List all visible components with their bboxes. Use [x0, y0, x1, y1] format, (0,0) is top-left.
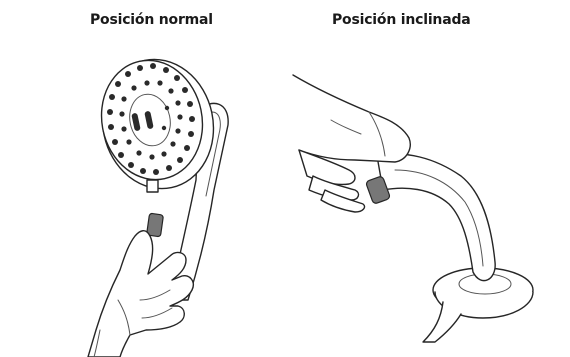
- inclined-position-panel: Posición inclinada: [285, 0, 570, 357]
- inclined-position-illustration: [285, 0, 570, 357]
- hand: [88, 231, 193, 357]
- normal-position-illustration: [0, 0, 285, 357]
- shower-arm: [377, 154, 495, 281]
- forearm: [293, 75, 410, 162]
- normal-position-panel: Posición normal: [0, 0, 285, 357]
